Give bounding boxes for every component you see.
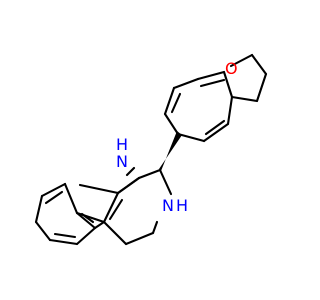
molecule-structure: O H N N H bbox=[34, 53, 268, 246]
indole-n-label: N bbox=[116, 152, 128, 171]
bond bbox=[44, 190, 64, 205]
bond bbox=[196, 70, 226, 81]
bond bbox=[202, 122, 230, 143]
bond bbox=[75, 226, 97, 246]
stereo-wedge bbox=[159, 131, 182, 171]
bond bbox=[75, 211, 97, 230]
bond bbox=[34, 220, 52, 242]
indole-h-label: H bbox=[116, 135, 128, 154]
bond bbox=[226, 95, 234, 126]
bond bbox=[250, 53, 268, 76]
bond bbox=[199, 78, 226, 88]
bond bbox=[125, 166, 136, 177]
bond bbox=[172, 77, 200, 90]
bond bbox=[158, 168, 173, 196]
bond bbox=[163, 112, 180, 136]
bond bbox=[116, 176, 141, 195]
bond bbox=[170, 92, 182, 114]
bond bbox=[108, 198, 124, 221]
bond bbox=[93, 220, 106, 230]
bond bbox=[53, 232, 77, 239]
bond bbox=[78, 183, 120, 195]
bond bbox=[124, 231, 155, 246]
bond bbox=[48, 238, 79, 246]
bond bbox=[229, 53, 254, 68]
oxygen-label: O bbox=[225, 59, 238, 78]
bond bbox=[102, 220, 128, 246]
structure-canvas: O H N N H bbox=[34, 53, 268, 246]
bond bbox=[222, 70, 234, 99]
bond bbox=[80, 212, 95, 224]
bond bbox=[255, 72, 268, 103]
bond bbox=[137, 168, 162, 180]
bond bbox=[40, 182, 67, 198]
bond bbox=[63, 182, 79, 215]
atom-labels: O H N N H bbox=[116, 59, 238, 215]
bond bbox=[176, 132, 206, 143]
bond bbox=[102, 191, 120, 224]
bond bbox=[204, 119, 226, 136]
bond-group bbox=[34, 53, 268, 246]
bond bbox=[230, 95, 259, 103]
bond bbox=[151, 220, 159, 235]
amine-h-label: H bbox=[176, 196, 188, 215]
bond bbox=[163, 86, 176, 116]
amine-n-label: N bbox=[162, 196, 174, 215]
bond bbox=[34, 194, 44, 224]
